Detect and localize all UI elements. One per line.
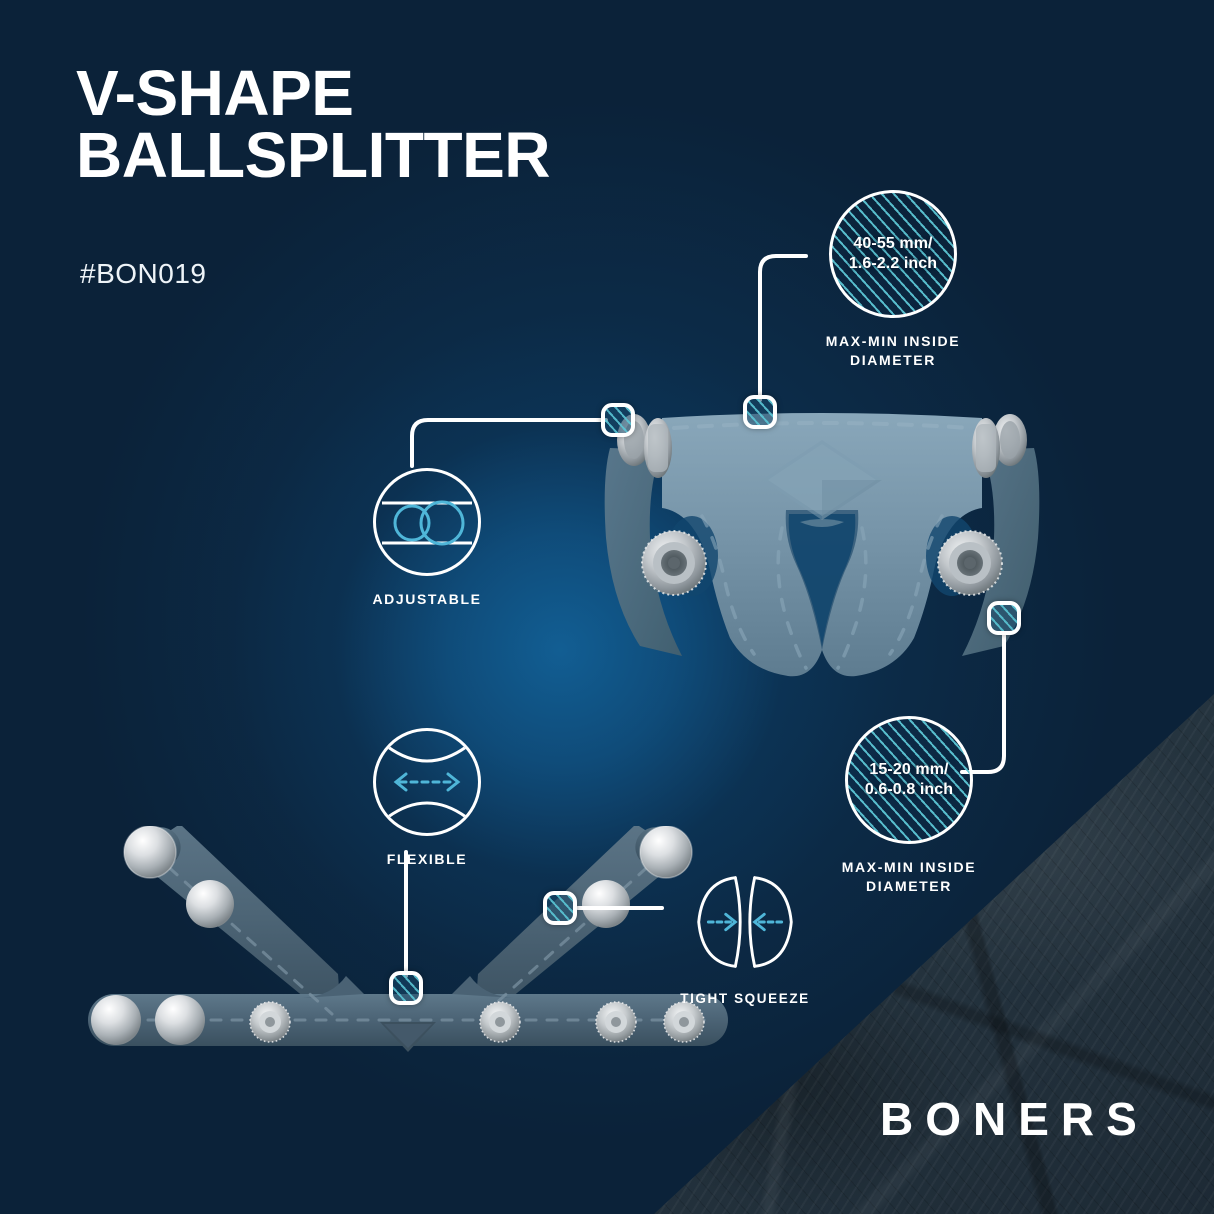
measurement-mm: 15-20 mm/: [869, 760, 949, 778]
marker-flexible[interactable]: [389, 971, 423, 1005]
callout-adjustable: ADJUSTABLE: [352, 468, 502, 609]
product-assembled-view: [604, 413, 1040, 677]
caption-line-1: MAX-MIN INSIDE: [825, 333, 961, 349]
page-title: V-SHAPE BALLSPLITTER: [76, 61, 776, 192]
product-sku: #BON019: [80, 258, 207, 289]
two-rings-between-lines-icon: [373, 468, 481, 576]
marker-adjustable[interactable]: [601, 403, 635, 437]
marker-diameter-bottom[interactable]: [987, 601, 1021, 635]
brand-logo: BONERS: [880, 1093, 1149, 1145]
callout-caption: MAX-MIN INSIDE DIAMETER: [800, 332, 986, 370]
callout-caption: ADJUSTABLE: [352, 590, 502, 609]
caption-line-1: ADJUSTABLE: [372, 591, 482, 607]
caption-line-1: FLEXIBLE: [386, 851, 468, 867]
title-line-2: BALLSPLITTER: [76, 119, 550, 192]
marker-diameter-top[interactable]: [743, 395, 777, 429]
callout-tight-squeeze: TIGHT SQUEEZE: [660, 868, 830, 1008]
title-line-1: V-SHAPE: [76, 57, 354, 129]
measurement-inch: 0.6-0.8 inch: [864, 781, 954, 798]
squeeze-arrows-icon: [691, 868, 799, 976]
callout-diameter-top: 40-55 mm/ 1.6-2.2 inch MAX-MIN INSIDE DI…: [800, 190, 986, 370]
measurement-text: 15-20 mm/ 0.6-0.8 inch: [865, 760, 953, 801]
measurement-text: 40-55 mm/ 1.6-2.2 inch: [849, 234, 937, 275]
hatched-circle-icon: 15-20 mm/ 0.6-0.8 inch: [845, 716, 973, 844]
measurement-inch: 1.6-2.2 inch: [848, 255, 938, 272]
callout-caption: FLEXIBLE: [352, 850, 502, 869]
callout-diameter-bottom: 15-20 mm/ 0.6-0.8 inch MAX-MIN INSIDE DI…: [816, 716, 1002, 896]
callout-caption: MAX-MIN INSIDE DIAMETER: [816, 858, 1002, 896]
callout-flexible: FLEXIBLE: [352, 728, 502, 869]
stretch-arrows-icon: [373, 728, 481, 836]
caption-line-1: MAX-MIN INSIDE: [841, 859, 977, 875]
caption-line-1: TIGHT SQUEEZE: [680, 991, 810, 1006]
caption-line-2: DIAMETER: [850, 351, 936, 368]
measurement-mm: 40-55 mm/: [853, 234, 933, 252]
product-flat-v-view: [88, 826, 728, 1052]
marker-tight-squeeze[interactable]: [543, 891, 577, 925]
hatched-circle-icon: 40-55 mm/ 1.6-2.2 inch: [829, 190, 957, 318]
caption-line-2: DIAMETER: [866, 877, 952, 894]
callout-caption: TIGHT SQUEEZE: [660, 990, 830, 1008]
